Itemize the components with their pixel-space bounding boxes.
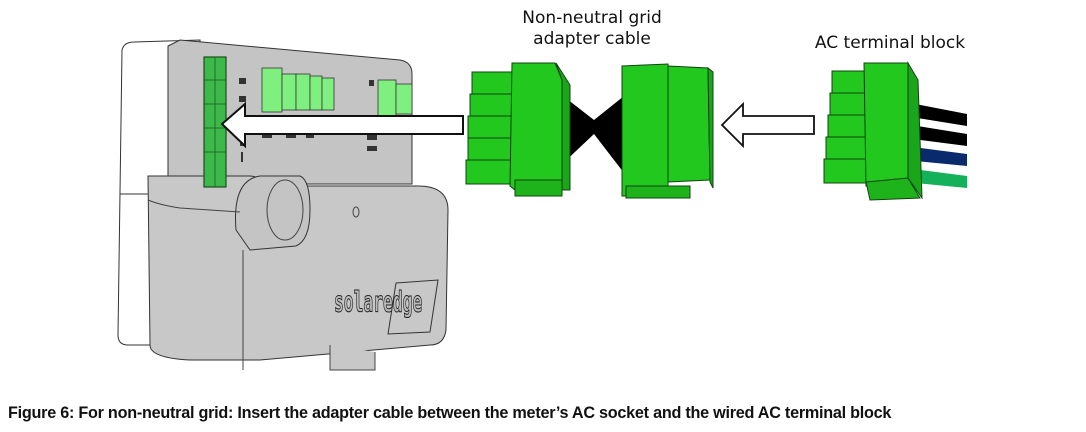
figure-caption: Figure 6: For non-neutral grid: Insert t… [8, 404, 892, 422]
adapter-left-plug [465, 62, 571, 197]
meter-device: solaredge [117, 39, 449, 371]
wire-1 [905, 102, 967, 126]
terminal-plug [823, 61, 923, 201]
terminal-block-label: AC terminal block [814, 33, 966, 53]
adapter-cable [465, 62, 714, 199]
ac-terminal-block [823, 61, 967, 201]
adapter-cable-label: Non-neutral grid adapter cable [492, 8, 692, 50]
meter-body-upper [167, 39, 413, 185]
insert-arrow-small [720, 101, 815, 149]
adapter-label-line1: Non-neutral grid [522, 8, 662, 28]
solaredge-logo: solaredge [334, 286, 422, 319]
adapter-label-line2: adapter cable [533, 29, 651, 49]
adapter-right-plug [621, 63, 714, 199]
adapter-cable-wire [558, 92, 624, 173]
wire-2 [905, 124, 967, 146]
insert-arrow-large [220, 101, 464, 149]
